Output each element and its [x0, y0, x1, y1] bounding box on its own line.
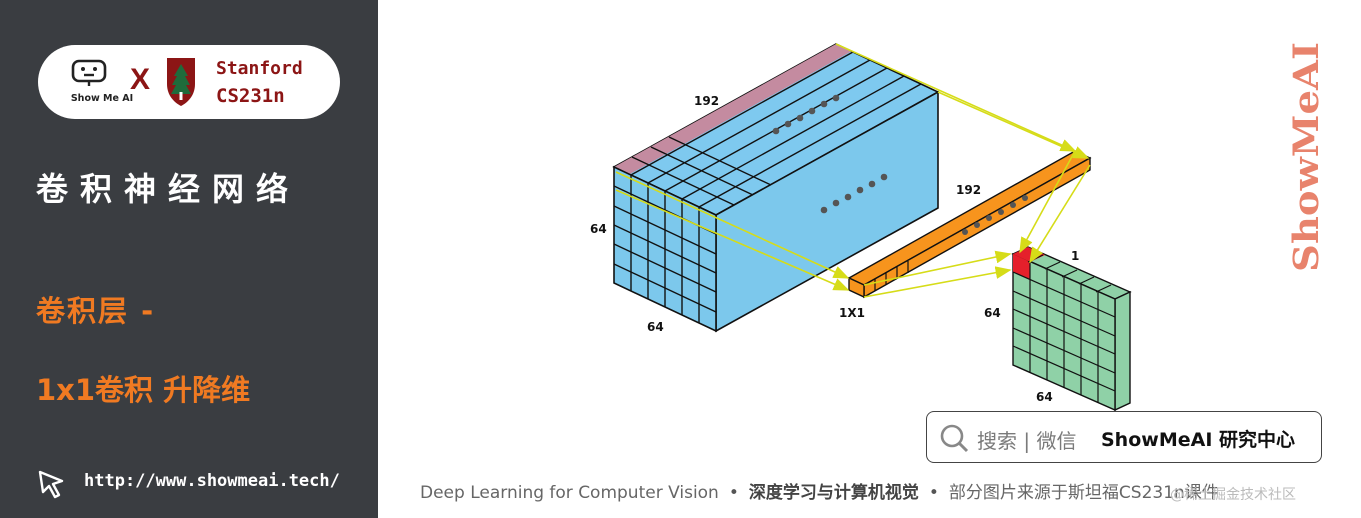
sidebar: Show Me AI X Stanford CS231n 卷积神经网络 卷积层 … — [0, 0, 378, 518]
input-volume — [612, 43, 940, 333]
topic-title-line2: 1x1卷积 升降维 — [36, 373, 251, 407]
footer-separator: • — [928, 483, 939, 503]
stanford-tree-icon — [167, 58, 195, 106]
arrow-input-to-filter — [615, 189, 850, 291]
input-ellipsis-side — [820, 173, 888, 214]
arrow-filter-to-output — [863, 250, 1012, 286]
ellipsis-dot — [844, 193, 852, 201]
ellipsis-dot — [820, 206, 828, 214]
arrow-filter-to-output — [1019, 150, 1076, 254]
ellipsis-dot — [856, 186, 864, 194]
showmeai-watermark: ShowMeAI — [1287, 42, 1327, 272]
filter-ellipsis — [962, 195, 1028, 235]
footer-course-en: Deep Learning for Computer Vision — [420, 483, 719, 503]
ellipsis-dot — [832, 94, 840, 102]
collab-x: X — [130, 63, 151, 96]
footer-source-note: 部分图片来源于斯坦福CS231n课件 — [948, 483, 1219, 503]
dimension-labels: 192 64 64 192 1X1 1 64 64 — [590, 94, 1079, 404]
output-side-face — [1114, 290, 1131, 412]
ellipsis-dot — [1010, 202, 1016, 208]
filter-segments — [874, 261, 909, 291]
projection-arrows — [615, 43, 1091, 298]
filter-1x1 — [847, 150, 1092, 299]
ellipsis-dot — [974, 222, 980, 228]
ellipsis-dot — [796, 114, 804, 122]
arrow-input-to-filter — [937, 91, 1090, 159]
output-grid — [1012, 254, 1116, 403]
arrow-filter-to-output — [1029, 164, 1091, 264]
ellipsis-dot — [808, 107, 816, 115]
ellipsis-dot — [832, 199, 840, 207]
stanford-name: Stanford — [216, 58, 303, 79]
output-height-label: 64 — [984, 306, 1001, 320]
cursor-click-icon — [38, 470, 64, 499]
arrow-filter-to-output — [863, 266, 1012, 298]
input-depth-label: 64 — [647, 320, 664, 334]
search-icon — [940, 424, 969, 453]
ellipsis-dot — [962, 229, 968, 235]
ellipsis-dot — [820, 100, 828, 108]
showmeai-robot-icon — [71, 59, 107, 86]
output-map — [1011, 246, 1132, 412]
arrow-input-to-filter — [615, 171, 850, 279]
input-ellipsis-top — [772, 94, 840, 135]
showmeai-wordmark: Show Me AI — [70, 93, 134, 104]
search-label: 搜索 | 微信 — [977, 429, 1077, 453]
output-width-label: 64 — [1036, 390, 1053, 404]
ellipsis-dot — [868, 180, 876, 188]
ellipsis-dot — [986, 215, 992, 221]
platform-credit: @稀土掘金技术社区 — [1170, 487, 1296, 503]
footer-separator: • — [728, 483, 739, 503]
ellipsis-dot — [784, 120, 792, 128]
ellipsis-dot — [998, 209, 1004, 215]
brand-logo-card: Show Me AI X Stanford CS231n — [38, 45, 340, 119]
input-top-slice — [614, 44, 852, 174]
input-width-label: 192 — [694, 94, 719, 108]
footer-caption: Deep Learning for Computer Vision • 深度学习与计… — [420, 478, 1219, 503]
output-depth-label: 1 — [1071, 249, 1079, 263]
ellipsis-dot — [880, 173, 888, 181]
filter-size-label: 1X1 — [839, 306, 865, 320]
arrow-input-to-filter — [835, 43, 1077, 152]
ellipsis-dot — [772, 127, 780, 135]
footer-course-cn: 深度学习与计算机视觉 — [748, 483, 919, 503]
ellipsis-dot — [1022, 195, 1028, 201]
website-link[interactable]: http://www.showmeai.tech/ — [84, 471, 340, 491]
topic-title-line1: 卷积层 - — [36, 294, 156, 328]
input-front-grid — [613, 51, 922, 323]
section-heading: 卷积神经网络 — [36, 170, 301, 208]
course-name: CS231n — [216, 85, 285, 107]
filter-depth-label: 192 — [956, 183, 981, 197]
input-height-label: 64 — [590, 222, 607, 236]
watermark-text: ShowMeAI — [1287, 42, 1327, 272]
wechat-search-badge: 搜索 | 微信 ShowMeAI 研究中心 — [926, 411, 1322, 463]
search-brand: ShowMeAI 研究中心 — [1101, 429, 1295, 451]
